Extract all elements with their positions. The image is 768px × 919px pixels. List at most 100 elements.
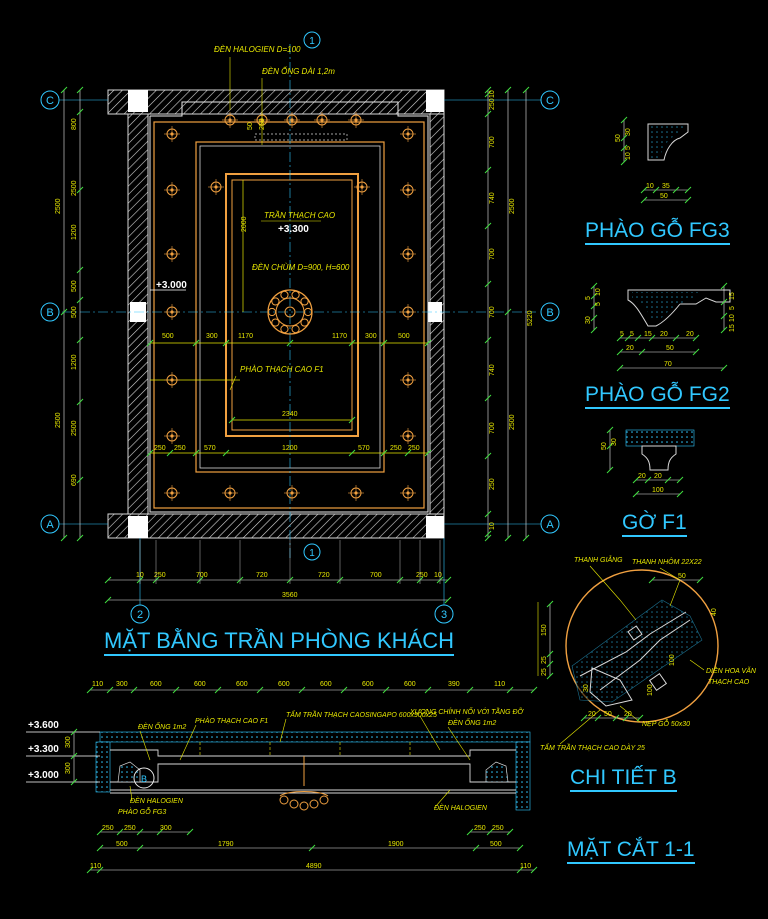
dimension-label: 500	[162, 333, 174, 340]
dimension-label: 600	[236, 681, 248, 688]
dimension-label: 700	[370, 572, 382, 579]
halogen-light-icon	[164, 485, 180, 501]
dimension-label: 110	[494, 681, 505, 688]
dimension-label: 720	[256, 572, 268, 579]
dimension-label: 250	[489, 478, 496, 490]
title-detail-b: CHI TIẾT B	[570, 766, 677, 792]
dimension-label: 700	[489, 422, 496, 434]
label-thach-cao: THẠCH CAO	[708, 679, 750, 686]
halogen-light-icon	[400, 372, 416, 388]
label-tube: ĐÈN ỐNG DÀI 1,2m	[262, 67, 335, 76]
dimension-label: 50	[666, 345, 674, 352]
dimension-label: 1170	[332, 333, 347, 340]
grid-label-3: 3	[441, 609, 447, 621]
dimension-label: 300	[160, 825, 172, 832]
dimension-label: 20	[660, 331, 668, 338]
dimension-label: 30	[585, 316, 592, 324]
title-fg2: PHÀO GỖ FG2	[585, 383, 730, 409]
section-marker-label: 1	[309, 36, 315, 47]
dimension-label: 50	[247, 122, 254, 130]
dimension-label: 250	[102, 825, 114, 832]
grid-label-c: C	[546, 95, 554, 107]
dimension-label: 5	[625, 146, 632, 150]
grid-label-b: B	[546, 307, 553, 319]
dimension-label: 570	[204, 445, 216, 452]
dimension-label: 690	[71, 474, 78, 486]
dimension-label: 300	[365, 333, 377, 340]
halogen-light-icon	[164, 126, 180, 142]
section-1-1: B +3.600 +3.300 +3.000 ĐÈN ỐNG 1m2 PHÀO …	[26, 681, 538, 874]
label-halogen-right: ĐÈN HALOGIEN	[434, 803, 488, 812]
section-marker-bottom	[303, 543, 321, 561]
dimension-label: 500	[398, 333, 410, 340]
title-section: MẶT CẮT 1-1	[567, 838, 695, 864]
dimension-label: 2500	[71, 180, 78, 196]
label-thanh-giang: THANH GIẰNG	[574, 555, 623, 564]
dimension-label: 300	[65, 762, 72, 774]
dimension-label: 2500	[55, 198, 62, 214]
chandelier-elevation-icon	[279, 756, 329, 811]
halogen-light-icon	[164, 246, 180, 262]
grid-label-b: B	[46, 307, 53, 319]
dimension-label: 20	[588, 711, 596, 718]
dimension-label: 600	[278, 681, 290, 688]
dimension-label: 50	[601, 442, 608, 450]
dimension-label: 1900	[388, 841, 404, 848]
dimension-label: 3560	[282, 592, 298, 599]
dimension-label: 10	[489, 90, 496, 98]
halogen-light-icon	[284, 485, 300, 501]
column	[426, 516, 444, 538]
dimension-label: 15	[644, 331, 652, 338]
dimension-label: 250	[489, 98, 496, 110]
halogen-light-icon	[222, 485, 238, 501]
label-nep-go: NẸP GỖ 50x30	[642, 719, 690, 728]
label-cornice: PHÀO THẠCH CAO F1	[240, 365, 324, 374]
dimension-label: 50	[678, 573, 686, 580]
chandelier-icon	[267, 289, 313, 335]
label-halogen-left: ĐÈN HALOGIEN	[130, 796, 184, 805]
halogen-light-icon	[400, 246, 416, 262]
dimension-label: 1170	[238, 333, 253, 340]
label-halogen: ĐÈN HALOGIEN D=100	[214, 45, 301, 54]
dimension-label: 250	[390, 445, 402, 452]
title-fg3: PHÀO GỖ FG3	[585, 219, 730, 245]
dimension-label: 1200	[71, 354, 78, 370]
halogen-light-icon	[314, 112, 330, 128]
dimension-label: 700	[489, 306, 496, 318]
dimension-label: 390	[448, 681, 460, 688]
dimension-label: 10	[595, 288, 602, 296]
dimension-label: 30	[583, 684, 590, 692]
halogen-light-icon	[208, 179, 224, 195]
dimension-label: 100	[669, 654, 676, 666]
halogen-light-icon	[164, 304, 180, 320]
label-ceiling: TRẦN THẠCH CAO	[264, 210, 335, 220]
dimension-label: 700	[489, 136, 496, 148]
dimension-label: 570	[358, 445, 370, 452]
dimension-label: 25	[541, 668, 548, 676]
dimension-label: 110	[92, 681, 103, 688]
dimension-label: 20	[626, 345, 634, 352]
dimension-label: 15	[729, 324, 736, 332]
dimension-label: 20	[686, 331, 694, 338]
cornice-rect-inner	[231, 179, 353, 431]
dimension-label: 2500	[509, 414, 516, 430]
level-3000-section: +3.000	[28, 770, 59, 781]
dimension-label: 50	[660, 193, 668, 200]
dimension-label: 110	[90, 863, 101, 870]
dimension-label: 250	[416, 572, 428, 579]
dimension-label: 600	[150, 681, 162, 688]
level-3600: +3.600	[28, 720, 59, 731]
dimension-label: 20	[624, 711, 632, 718]
dimension-label: 300	[206, 333, 218, 340]
label-main-frame: XƯƠNG CHÍNH NỐI VỚI TẦNG ĐỠ	[409, 706, 525, 716]
dimension-label: 1200	[282, 445, 298, 452]
halogen-light-icon	[348, 485, 364, 501]
section-marker-label: 1	[309, 548, 315, 559]
grid-label-2: 2	[137, 609, 143, 621]
dimension-label: 20	[638, 473, 646, 480]
dimension-label: 10	[489, 522, 496, 530]
label-thanh-nhom: THANH NHÔM 22X22	[632, 557, 702, 566]
